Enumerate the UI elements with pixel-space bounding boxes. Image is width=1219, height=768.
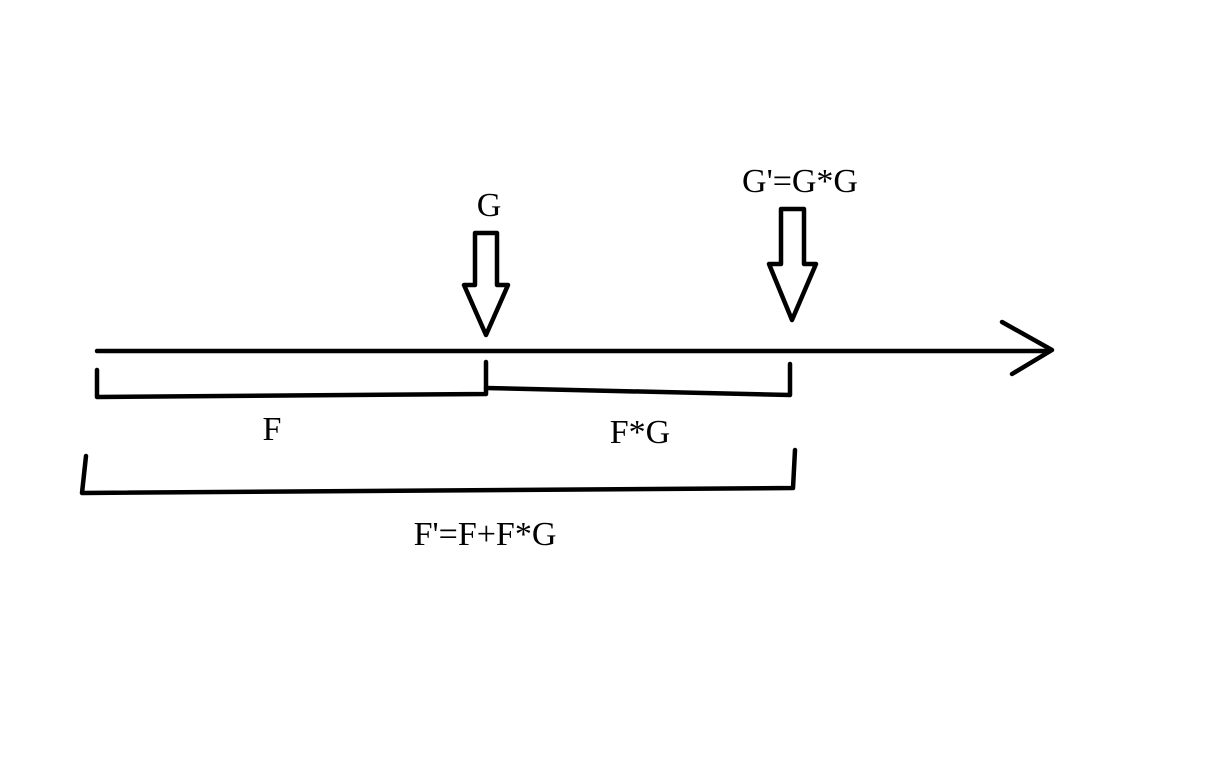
axis-arrowhead <box>999 319 1055 377</box>
g-prime-arrow-icon <box>766 206 819 323</box>
f-prime-bracket <box>79 447 798 496</box>
f-prime-label: F'=F+F*G <box>414 516 557 553</box>
g-label: G <box>477 187 502 224</box>
f-label: F <box>263 411 282 448</box>
g-arrow-icon <box>461 230 511 338</box>
f-times-g-bracket <box>483 361 793 398</box>
g-prime-label: G'=G*G <box>742 163 858 200</box>
f-bracket <box>94 359 489 400</box>
f-times-g-label: F*G <box>610 414 670 451</box>
